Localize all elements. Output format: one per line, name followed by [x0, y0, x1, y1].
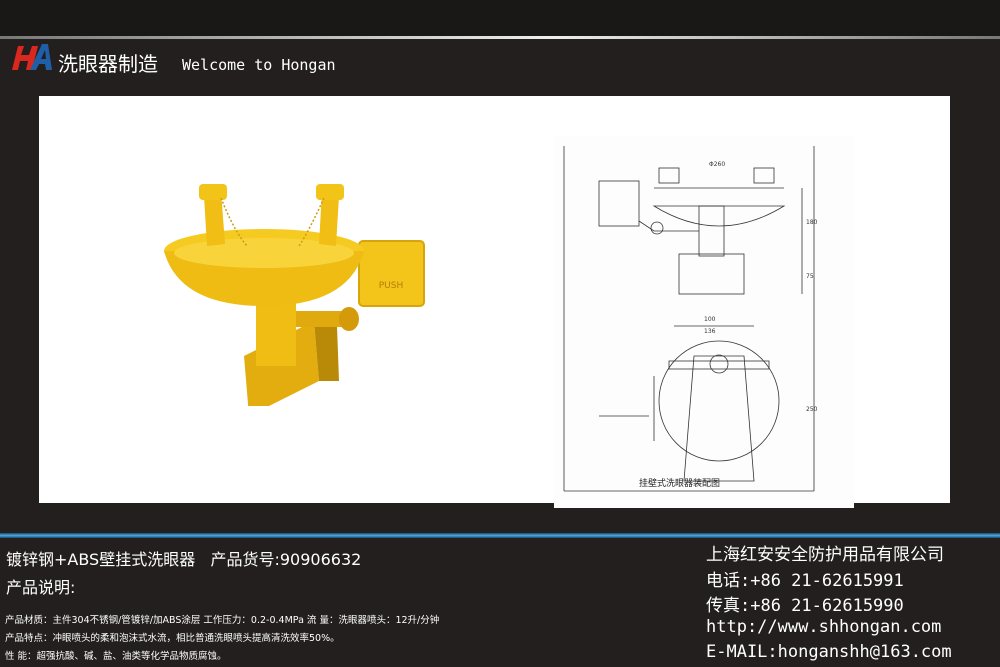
spec-line-features: 产品特点：冲眼喷头的柔和泡沫式水流，相比普通洗眼喷头提高清洗效率50%。: [5, 633, 340, 644]
svg-text:250: 250: [806, 406, 818, 413]
fax-number: 传真:+86 21-62615990: [706, 596, 904, 616]
drawing-caption: 挂壁式洗眼器装配图: [639, 479, 721, 489]
hongan-logo-icon: [12, 44, 52, 70]
svg-text:180: 180: [806, 219, 818, 226]
top-bar: [0, 0, 1000, 36]
product-name: 镀锌钢+ABS壁挂式洗眼器: [6, 550, 196, 569]
website-link[interactable]: http://www.shhongan.com: [706, 617, 942, 637]
top-divider: [0, 36, 1000, 39]
spec-line-material: 产品材质：主件304不锈钢/管镀锌/加ABS涂层 工作压力：0.2-0.4MPa…: [5, 615, 440, 626]
svg-text:75: 75: [806, 273, 814, 280]
svg-text:136: 136: [704, 328, 716, 335]
company-name: 上海红安安全防护用品有限公司: [706, 545, 944, 565]
push-label: PUSH: [379, 281, 404, 291]
email-link[interactable]: E-MAIL:honganshh@163.com: [706, 642, 952, 662]
spec-line-performance: 性 能：超强抗酸、碱、盐、油类等化学品物质腐蚀。: [5, 651, 227, 662]
product-image-panel: PUSH: [39, 96, 950, 508]
product-title: 镀锌钢+ABS壁挂式洗眼器 产品货号:90906632: [6, 546, 361, 570]
eyewash-photo: PUSH: [164, 184, 425, 406]
phone-number: 电话:+86 21-62615991: [706, 571, 904, 591]
bottom-divider: [0, 533, 1000, 538]
assembly-drawing: Φ260 180 75 100 136 250: [554, 136, 854, 508]
product-code: 产品货号:90906632: [210, 550, 362, 569]
svg-text:100: 100: [704, 316, 716, 323]
page-title: 洗眼器制造: [58, 52, 158, 76]
svg-text:Φ260: Φ260: [709, 161, 725, 168]
product-desc-title: 产品说明:: [6, 578, 76, 597]
welcome-text: Welcome to Hongan: [182, 56, 336, 74]
